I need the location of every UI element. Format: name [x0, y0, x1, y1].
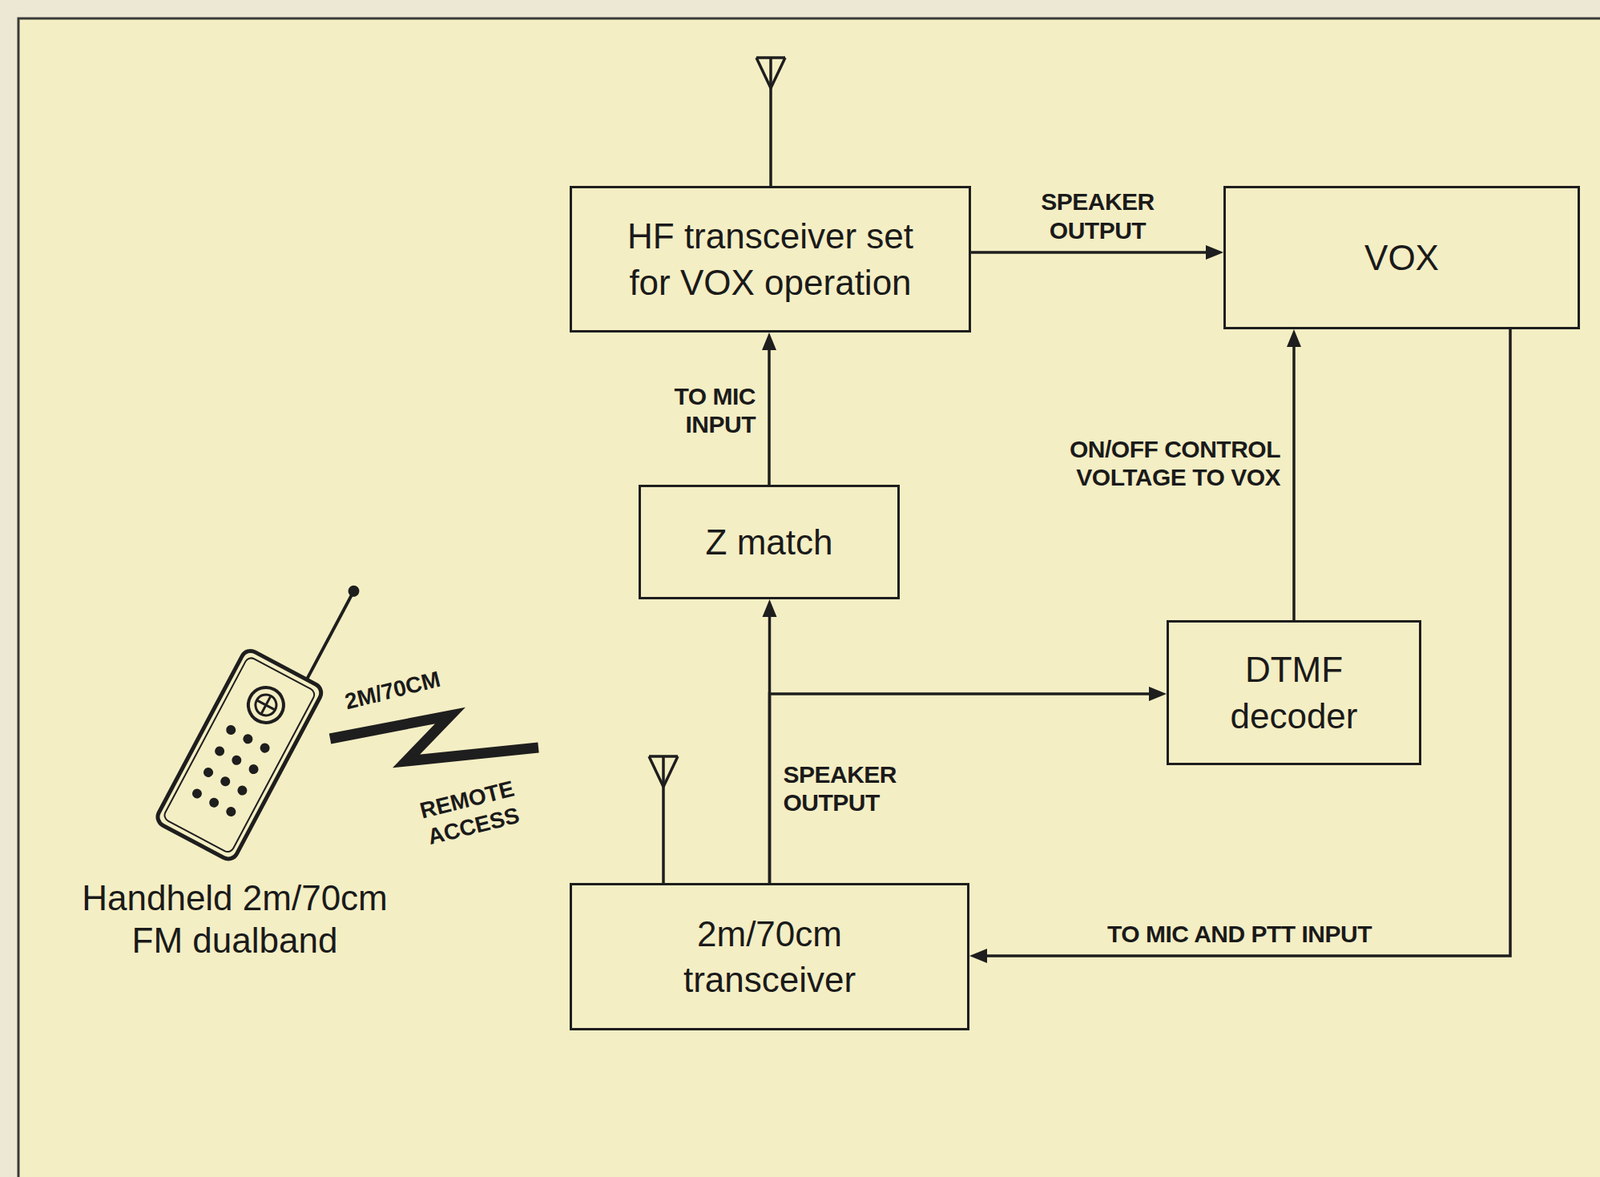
signal-connector	[769, 686, 1168, 883]
vox-box: VOX	[1223, 185, 1580, 330]
radio-link-bolt	[330, 715, 539, 762]
transceiver-box: 2m/70cm transceiver	[569, 882, 970, 1031]
handheld-caption: Handheld 2m/70cm FM dualband	[66, 877, 404, 963]
box-label: DTMF decoder	[1193, 646, 1395, 738]
box-label: Z match	[705, 519, 834, 565]
signal-connector	[971, 245, 1224, 260]
vhf-antenna	[648, 756, 678, 883]
signal-connector	[761, 332, 777, 485]
impedance-match-box: Z match	[638, 484, 900, 600]
connector-line	[971, 250, 1210, 254]
arrowhead	[761, 332, 777, 351]
box-label: 2m/70cm transceiver	[617, 910, 923, 1003]
arrowhead	[1148, 686, 1167, 702]
arrowhead	[762, 599, 778, 617]
node-text-group: 2m/70cm transceiver	[617, 910, 923, 1003]
connector-line	[769, 693, 1153, 883]
transceiver-box: HF transceiver set for VOX operation	[569, 185, 972, 333]
signal-label: SPEAKER OUTPUT	[1015, 187, 1181, 245]
panel-ground	[18, 18, 1600, 1177]
signal-connector	[969, 329, 1511, 964]
handheld-radio	[154, 554, 375, 863]
panel-frame	[18, 18, 1600, 1177]
node-text-group: VOX	[1364, 234, 1439, 281]
hf-antenna	[756, 57, 786, 186]
signal-label: ON/OFF CONTROL VOLTAGE TO VOX	[1005, 435, 1283, 492]
arrowhead	[1286, 329, 1302, 347]
signal-label: TO MIC AND PTT INPUT	[1060, 919, 1419, 948]
signal-connector	[1286, 329, 1302, 621]
decoder-box: DTMF decoder	[1166, 620, 1422, 766]
node-text-group: Z match	[705, 519, 834, 565]
connector-line	[767, 346, 771, 485]
node-text-group: HF transceiver set for VOX operation	[618, 213, 923, 305]
arrowhead	[969, 948, 988, 964]
signal-label: SPEAKER OUTPUT	[781, 760, 947, 818]
connector-line	[1292, 343, 1296, 621]
box-label: VOX	[1364, 234, 1439, 281]
node-text-group: DTMF decoder	[1193, 646, 1395, 738]
arrowhead	[1205, 245, 1224, 260]
box-label: HF transceiver set for VOX operation	[618, 213, 923, 305]
signal-label: TO MIC INPUT	[632, 382, 758, 440]
connector-line	[983, 329, 1511, 956]
